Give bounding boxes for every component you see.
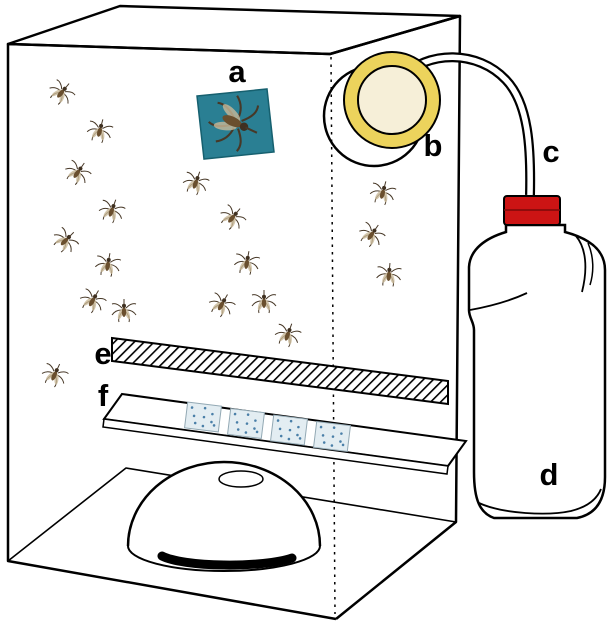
egg-dot bbox=[279, 434, 283, 438]
egg-dot bbox=[298, 437, 302, 440]
tube-group bbox=[396, 52, 536, 196]
egg-dot bbox=[341, 443, 345, 447]
egg-dot bbox=[322, 441, 326, 444]
bottle-group bbox=[467, 195, 607, 520]
egg-dot bbox=[288, 428, 292, 432]
mosquito bbox=[272, 319, 304, 350]
egg-dot bbox=[319, 425, 323, 429]
bottle-detail-base bbox=[478, 488, 602, 515]
mosquito bbox=[354, 217, 389, 252]
mosquito bbox=[84, 115, 115, 146]
label-f: f bbox=[98, 378, 109, 413]
egg-dot bbox=[253, 427, 256, 430]
egg-dot bbox=[203, 406, 207, 410]
oviposition-square bbox=[226, 407, 266, 440]
mosquito bbox=[215, 200, 250, 235]
lid-inner bbox=[357, 65, 427, 135]
bottle-detail-groove2 bbox=[587, 242, 594, 286]
egg-dot bbox=[254, 419, 257, 422]
label-a: a bbox=[228, 54, 246, 89]
cage-top-face bbox=[6, 4, 462, 56]
labels: a b c d e f bbox=[94, 54, 559, 492]
label-c: c bbox=[542, 134, 559, 169]
mosquito bbox=[93, 250, 123, 279]
egg-dot bbox=[233, 412, 237, 416]
egg-dot bbox=[296, 433, 299, 437]
cage-fold-edge bbox=[330, 56, 336, 615]
oviposition-square bbox=[183, 401, 223, 433]
cage bbox=[6, 4, 462, 621]
label-d: d bbox=[540, 457, 559, 492]
egg-dot bbox=[330, 444, 334, 447]
egg-dot bbox=[211, 412, 214, 416]
mosquito bbox=[180, 167, 212, 198]
mosquito bbox=[375, 261, 403, 288]
egg-dot bbox=[235, 421, 239, 424]
egg-dot bbox=[236, 428, 240, 431]
egg-dot bbox=[192, 414, 196, 418]
egg-dot bbox=[193, 421, 197, 425]
bottle-body bbox=[467, 223, 607, 520]
oviposition-shelf bbox=[102, 392, 468, 475]
egg-dot bbox=[321, 434, 325, 437]
egg-dot bbox=[297, 425, 300, 429]
label-e: e bbox=[94, 336, 111, 371]
mosquito bbox=[111, 298, 137, 323]
oviposition-square bbox=[312, 420, 352, 453]
mosquito bbox=[205, 287, 239, 321]
mosquito bbox=[367, 177, 398, 208]
egg-dot bbox=[212, 424, 216, 427]
mosquito bbox=[96, 195, 128, 226]
mosquito bbox=[232, 248, 262, 277]
egg-dot bbox=[246, 413, 250, 416]
egg-dot bbox=[289, 419, 293, 423]
egg-dot bbox=[287, 437, 291, 441]
egg-dot bbox=[331, 435, 335, 438]
egg-dot bbox=[340, 432, 343, 435]
dome-shadow bbox=[157, 551, 297, 570]
dome-shell bbox=[126, 460, 322, 547]
tube-inner bbox=[398, 54, 533, 196]
egg-dot bbox=[276, 419, 280, 422]
port-lid bbox=[343, 51, 441, 149]
egg-dot bbox=[201, 424, 205, 428]
mosquito-card-group bbox=[196, 88, 275, 160]
egg-dot bbox=[202, 415, 206, 419]
tray-squares bbox=[183, 401, 352, 453]
dome-highlight bbox=[218, 470, 264, 488]
mosquito bbox=[44, 75, 79, 110]
mosquito bbox=[38, 358, 72, 391]
egg-dot bbox=[278, 427, 282, 431]
egg-dot bbox=[190, 406, 194, 409]
mosquito bbox=[251, 289, 277, 314]
mosquito bbox=[48, 223, 83, 258]
bottle-detail-left-line bbox=[469, 292, 528, 311]
dome bbox=[126, 460, 322, 572]
egg-dot bbox=[339, 440, 342, 443]
egg-dot bbox=[244, 431, 248, 434]
shelf-edge bbox=[102, 418, 449, 475]
bottle-detail-groove bbox=[575, 235, 587, 293]
egg-dot bbox=[332, 426, 336, 429]
egg-dot bbox=[210, 420, 213, 424]
mosquito bbox=[76, 283, 110, 317]
mosquito bbox=[60, 155, 95, 190]
oviposition-square bbox=[269, 414, 309, 446]
cage-floor-edges bbox=[7, 467, 457, 562]
mesh-screen bbox=[111, 336, 449, 406]
label-b: b bbox=[424, 128, 443, 163]
egg-dot bbox=[255, 430, 259, 434]
egg-dot bbox=[245, 422, 249, 425]
